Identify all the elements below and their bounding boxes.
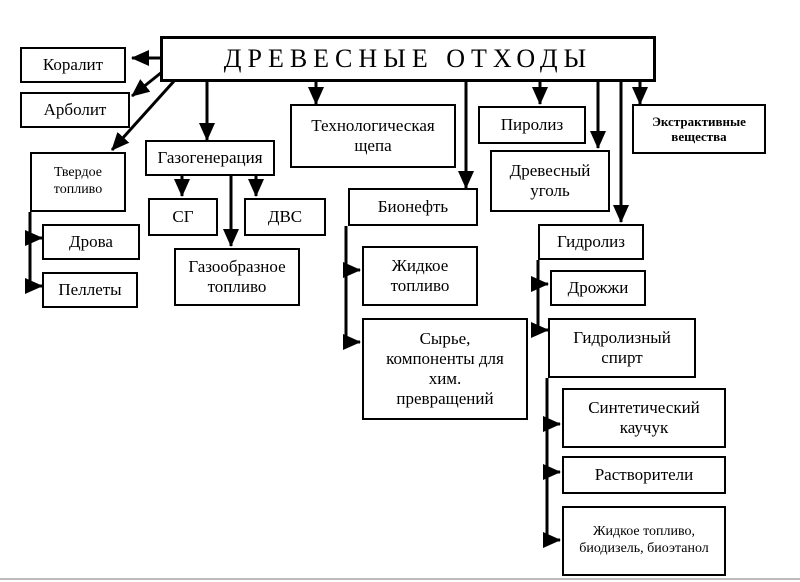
node-zhidkoe: Жидкое топливо <box>362 246 478 306</box>
node-rastvoriteli: Растворители <box>562 456 726 494</box>
node-gazogeneraciya: Газогенерация <box>145 140 275 176</box>
root-label: ДРЕВЕСНЫЕ ОТХОДЫ <box>223 43 593 73</box>
node-pellety-label: Пеллеты <box>58 279 122 299</box>
node-drova: Дрова <box>42 224 140 260</box>
node-bioneft-label: Бионефть <box>377 196 449 216</box>
node-gidroliz: Гидролиз <box>538 224 644 260</box>
root-node: ДРЕВЕСНЫЕ ОТХОДЫ <box>160 36 656 82</box>
node-zhidkoe-label: Жидкое топливо <box>390 255 450 295</box>
node-gidrospirt: Гидролизный спирт <box>548 318 696 378</box>
node-sg-label: СГ <box>172 206 194 226</box>
node-syrye-label: Сырье, компоненты для хим. превращений <box>386 328 504 409</box>
node-dvs-label: ДВС <box>267 206 303 226</box>
node-tverdoe-label: Твердое топливо <box>53 165 103 197</box>
node-gazoobraznoe: Газообразное топливо <box>174 248 300 306</box>
node-drozhzhi-label: Дрожжи <box>567 277 629 297</box>
node-tverdoe: Твердое топливо <box>30 152 126 212</box>
node-piroliz-label: Пиролиз <box>500 114 564 134</box>
node-arbolit-label: Арболит <box>43 99 107 119</box>
node-ekstraktivnye-label: Экстрактивные вещества <box>652 113 746 144</box>
node-arbolit: Арболит <box>20 92 130 128</box>
node-koralit: Коралит <box>20 47 126 83</box>
node-koralit-label: Коралит <box>42 54 104 74</box>
node-sg: СГ <box>148 198 218 236</box>
node-piroliz: Пиролиз <box>478 106 586 144</box>
node-ekstraktivnye: Экстрактивные вещества <box>632 104 766 154</box>
node-ugol-label: Древесный уголь <box>509 160 591 200</box>
arrow-arbolit <box>131 70 163 98</box>
node-biotoplivo: Жидкое топливо, биодизель, биоэтанол <box>562 506 726 576</box>
node-dvs: ДВС <box>244 198 326 236</box>
arrow-tverdoe <box>110 78 177 152</box>
node-kauchuk-label: Синтетический каучук <box>588 397 700 437</box>
node-ugol: Древесный уголь <box>490 150 610 212</box>
node-gidrospirt-label: Гидролизный спирт <box>573 327 671 367</box>
node-tehshchepa: Технологическая щепа <box>290 104 456 168</box>
node-gazoobraznoe-label: Газообразное топливо <box>188 256 286 296</box>
node-pellety: Пеллеты <box>42 272 138 308</box>
node-gazogeneraciya-label: Газогенерация <box>157 147 263 167</box>
node-bioneft: Бионефть <box>348 188 478 226</box>
node-drozhzhi: Дрожжи <box>550 270 646 306</box>
bottom-divider <box>0 578 800 580</box>
node-gidroliz-label: Гидролиз <box>557 231 625 251</box>
node-rastvoriteli-label: Растворители <box>594 464 694 484</box>
node-kauchuk: Синтетический каучук <box>562 388 726 448</box>
node-syrye: Сырье, компоненты для хим. превращений <box>362 318 528 420</box>
node-biotoplivo-label: Жидкое топливо, биодизель, биоэтанол <box>579 524 709 556</box>
node-tehshchepa-label: Технологическая щепа <box>311 115 435 155</box>
node-drova-label: Дрова <box>69 231 113 251</box>
